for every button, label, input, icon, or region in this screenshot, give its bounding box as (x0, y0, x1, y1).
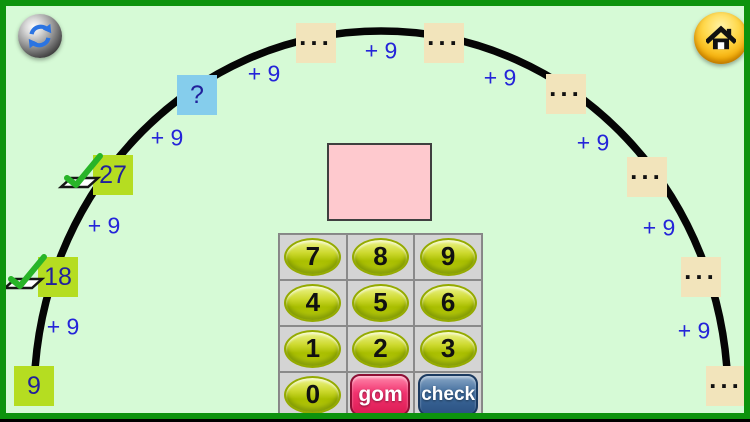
key-1-button[interactable]: 1 (284, 330, 342, 368)
key-5-button[interactable]: 5 (351, 284, 409, 322)
key-3-button[interactable]: 3 (419, 330, 477, 368)
keypad-cell: 0 (279, 372, 347, 413)
node-value: 18 (44, 262, 72, 291)
home-button[interactable] (694, 12, 744, 64)
keypad-cell: 5 (346, 280, 415, 326)
keypad-cell: 6 (414, 280, 482, 326)
answer-box (327, 143, 432, 221)
sequence-node-current[interactable]: ? (177, 75, 217, 115)
key-6-button[interactable]: 6 (419, 284, 477, 322)
step-label: + 9 (677, 317, 711, 344)
key-7-button[interactable]: 7 (284, 238, 342, 276)
key-8-button[interactable]: 8 (351, 238, 409, 276)
node-value: 9 (27, 371, 41, 400)
home-icon (706, 25, 736, 49)
sequence-node-5: ... (296, 23, 336, 63)
step-label: + 9 (576, 129, 610, 156)
step-label: + 9 (483, 64, 517, 91)
number-arc (30, 27, 732, 402)
sequence-node-8: ... (627, 157, 667, 197)
checkmark-icon (57, 153, 103, 189)
step-label: + 9 (642, 214, 676, 241)
step-label: + 9 (247, 60, 281, 87)
sequence-node-1: 9 (14, 366, 54, 406)
key-4-button[interactable]: 4 (284, 284, 342, 322)
refresh-button[interactable] (18, 14, 62, 58)
refresh-icon (28, 23, 52, 49)
sequence-node-10: ... (706, 366, 744, 406)
sequence-node-3: 27 (93, 155, 133, 195)
node-value: 27 (99, 160, 127, 189)
keypad-cell: 3 (414, 326, 482, 372)
step-label: + 9 (87, 212, 121, 239)
keypad-cell: gom (346, 372, 415, 413)
node-value: ? (190, 80, 204, 109)
keypad-cell: check (414, 372, 482, 413)
keypad-cell: 2 (346, 326, 415, 372)
keypad-cell: 9 (414, 234, 482, 280)
keypad-cell: 8 (346, 234, 415, 280)
keypad: 7 8 9 4 5 6 1 2 3 0 gom check (278, 233, 483, 413)
step-label: + 9 (364, 37, 398, 64)
keypad-cell: 7 (279, 234, 347, 280)
key-2-button[interactable]: 2 (351, 330, 409, 368)
step-label: + 9 (46, 313, 80, 340)
sequence-node-9: ... (681, 257, 721, 297)
sequence-node-7: ... (546, 74, 586, 114)
erase-button[interactable]: gom (350, 374, 411, 413)
step-label: + 9 (150, 124, 184, 151)
keypad-cell: 1 (279, 326, 347, 372)
checkmark-icon (6, 254, 47, 290)
sequence-node-2: 18 (38, 257, 78, 297)
check-button[interactable]: check (418, 374, 479, 413)
sequence-node-6: ... (424, 23, 464, 63)
screen-bottom-edge (0, 419, 750, 422)
key-9-button[interactable]: 9 (419, 238, 477, 276)
keypad-cell: 4 (279, 280, 347, 326)
key-0-button[interactable]: 0 (284, 376, 342, 413)
